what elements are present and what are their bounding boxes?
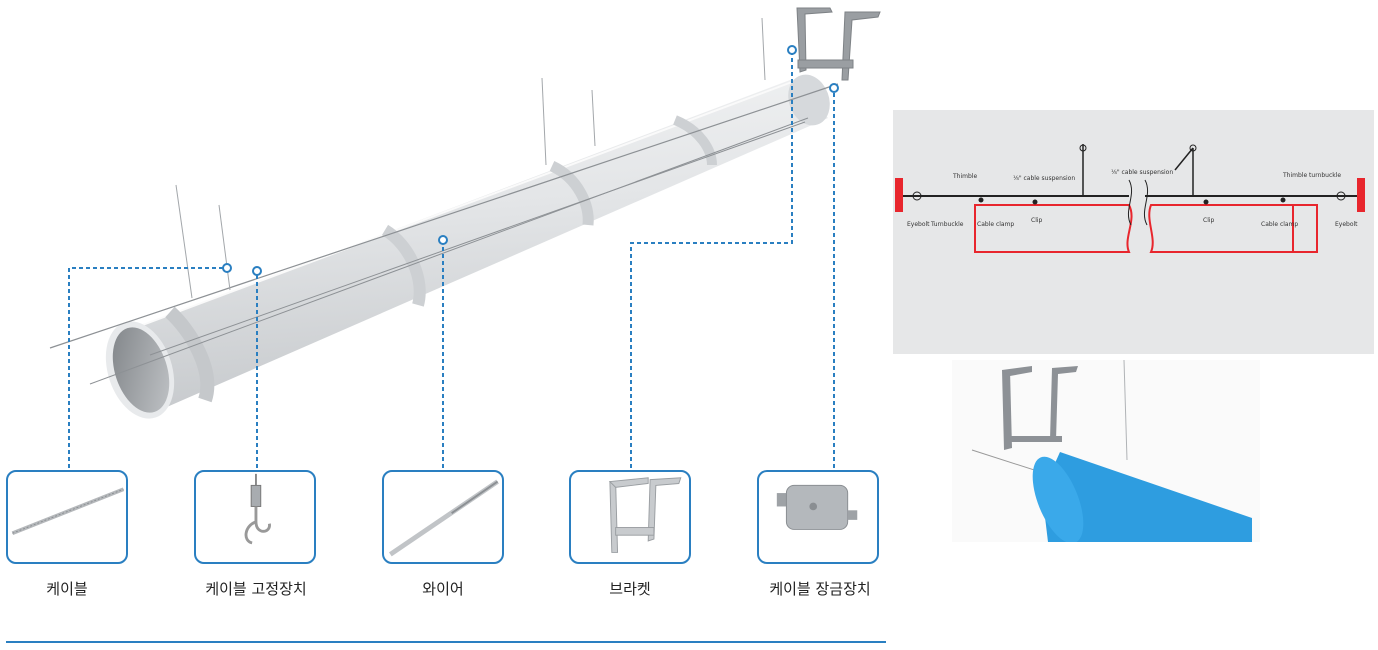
label-thimble-left: Thimble: [952, 173, 977, 180]
label-wire: 와이어: [422, 580, 464, 598]
label-cable-clamp-left: Cable clamp: [977, 221, 1014, 228]
thumbnail-cable: [6, 470, 128, 564]
duct-segment-left: [974, 204, 1133, 253]
duct-body: [105, 74, 830, 419]
label-clip-left: Clip: [1031, 217, 1043, 224]
label-eyebolt-right: Eyebolt: [1335, 221, 1358, 228]
label-cable-clamp-right: Cable clamp: [1261, 221, 1298, 228]
schematic-diagram: Thimble ⅛" cable suspension ⅛" cable sus…: [893, 110, 1374, 354]
label-cable-lock: 케이블 장금장치: [769, 580, 871, 598]
callout-lines: [68, 50, 835, 468]
thumbnail-wire: [382, 470, 504, 564]
hanger-wires: [175, 17, 766, 299]
label-cable-suspension-1: ⅛" cable suspension: [1013, 175, 1075, 182]
label-clip-right: Clip: [1203, 217, 1215, 224]
bracket: [796, 7, 881, 81]
label-bracket: 브라켓: [609, 580, 651, 598]
cable-icon: [11, 487, 125, 536]
thumbnail-bracket: [569, 470, 691, 564]
suspension-cable: [49, 83, 839, 385]
bottom-divider: [6, 641, 886, 643]
duct-photo: [952, 360, 1260, 542]
bracket-icon: [608, 477, 682, 553]
label-turnbuckle-left: Turnbuckle: [930, 221, 964, 228]
cable-hook-icon: [244, 473, 271, 545]
label-cable: 케이블: [46, 580, 88, 598]
callout-markers: [222, 45, 839, 276]
duct-illustration: [49, 7, 881, 468]
wall-left: [895, 178, 903, 212]
wire-icon: [388, 479, 499, 557]
label-cable-hook: 케이블 고정장치: [205, 580, 307, 598]
wall-right: [1357, 178, 1365, 212]
cable-lock-icon: [776, 484, 858, 530]
label-eyebolt-left: Eyebolt: [907, 221, 930, 228]
thumbnail-cable-hook: [194, 470, 316, 564]
duct-segment-right: [1148, 204, 1294, 253]
label-thimble-turnbuckle-right: Thimble turnbuckle: [1282, 172, 1341, 179]
label-cable-suspension-2: ⅛" cable suspension: [1111, 169, 1173, 176]
thumbnail-cable-lock: [757, 470, 879, 564]
